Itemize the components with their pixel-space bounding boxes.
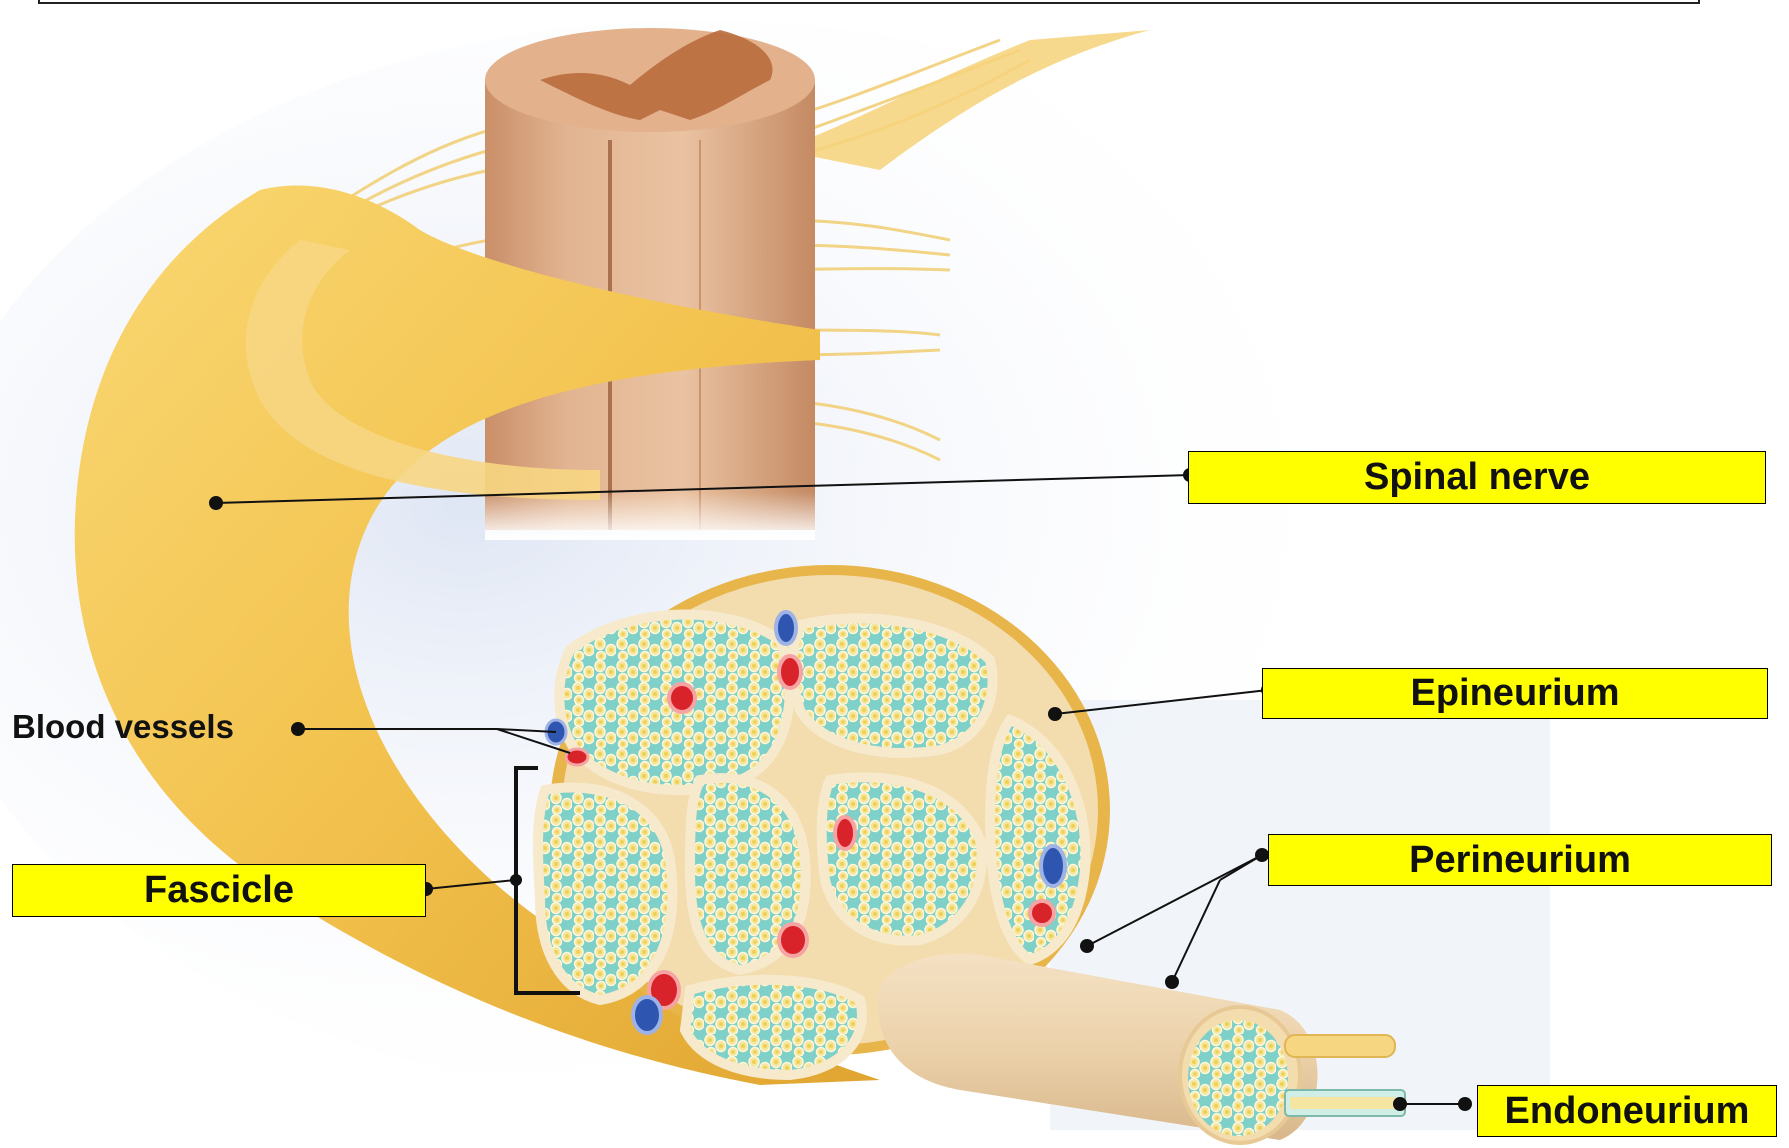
label-perineurium-text: Perineurium [1409, 839, 1631, 882]
artery [835, 817, 855, 849]
axon-fiber [1285, 1035, 1395, 1057]
label-perineurium: Perineurium [1268, 834, 1772, 886]
label-endoneurium: Endoneurium [1477, 1085, 1777, 1137]
label-epineurium-text: Epineurium [1410, 672, 1619, 715]
vein [633, 997, 661, 1033]
label-fascicle-text: Fascicle [144, 869, 294, 912]
artery [566, 749, 588, 765]
artery [1030, 901, 1054, 925]
fascicle-3 [538, 788, 672, 1000]
fascicle-7 [685, 980, 862, 1075]
label-fascicle: Fascicle [12, 864, 426, 917]
fascicle-5 [822, 778, 982, 941]
label-blood-vessels: Blood vessels [12, 708, 234, 746]
artery [669, 684, 695, 712]
vein [1041, 846, 1065, 886]
fascicle-2 [793, 618, 993, 753]
artery [779, 924, 807, 956]
label-spinal-nerve-text: Spinal nerve [1364, 456, 1590, 499]
label-epineurium: Epineurium [1262, 668, 1768, 719]
label-spinal-nerve: Spinal nerve [1188, 451, 1766, 504]
label-endoneurium-text: Endoneurium [1505, 1090, 1750, 1133]
artery [779, 656, 801, 688]
vein [776, 612, 796, 644]
